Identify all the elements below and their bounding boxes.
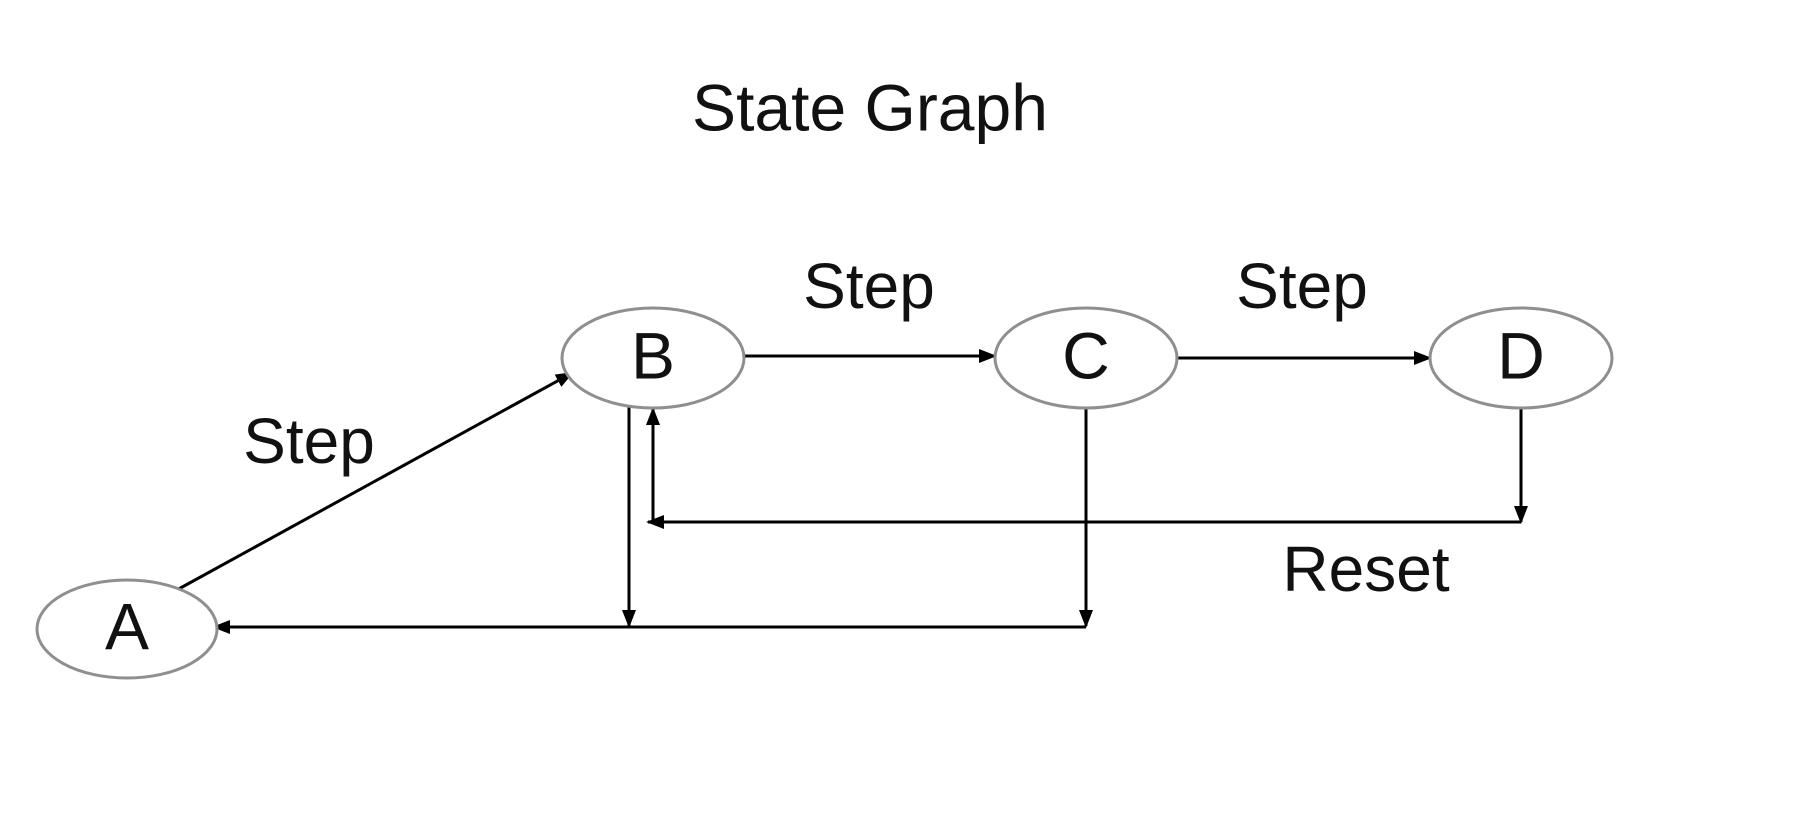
node-c-label: C	[1062, 318, 1110, 392]
node-c-shape	[993, 306, 1179, 410]
node-c[interactable]: C	[993, 306, 1179, 410]
edge-label-reset: Reset	[1282, 533, 1449, 605]
edge-labels: Step Step Step Reset	[243, 250, 1450, 605]
edge-a-to-b	[174, 371, 574, 593]
node-a-shape	[35, 578, 219, 680]
node-d-label: D	[1497, 318, 1545, 392]
node-b[interactable]: B	[560, 306, 746, 410]
nodes: A B C D	[35, 306, 1614, 680]
edge-label-c-to-d: Step	[1236, 250, 1368, 322]
node-a-label: A	[105, 589, 149, 663]
edges	[174, 349, 1528, 634]
node-d-shape	[1428, 306, 1614, 410]
diagram-title: State Graph	[692, 70, 1048, 144]
node-a[interactable]: A	[35, 578, 219, 680]
node-d[interactable]: D	[1428, 306, 1614, 410]
node-b-shape	[560, 306, 746, 410]
edge-label-b-to-c: Step	[803, 250, 935, 322]
node-b-label: B	[631, 318, 675, 392]
edge-label-a-to-b: Step	[243, 405, 375, 477]
